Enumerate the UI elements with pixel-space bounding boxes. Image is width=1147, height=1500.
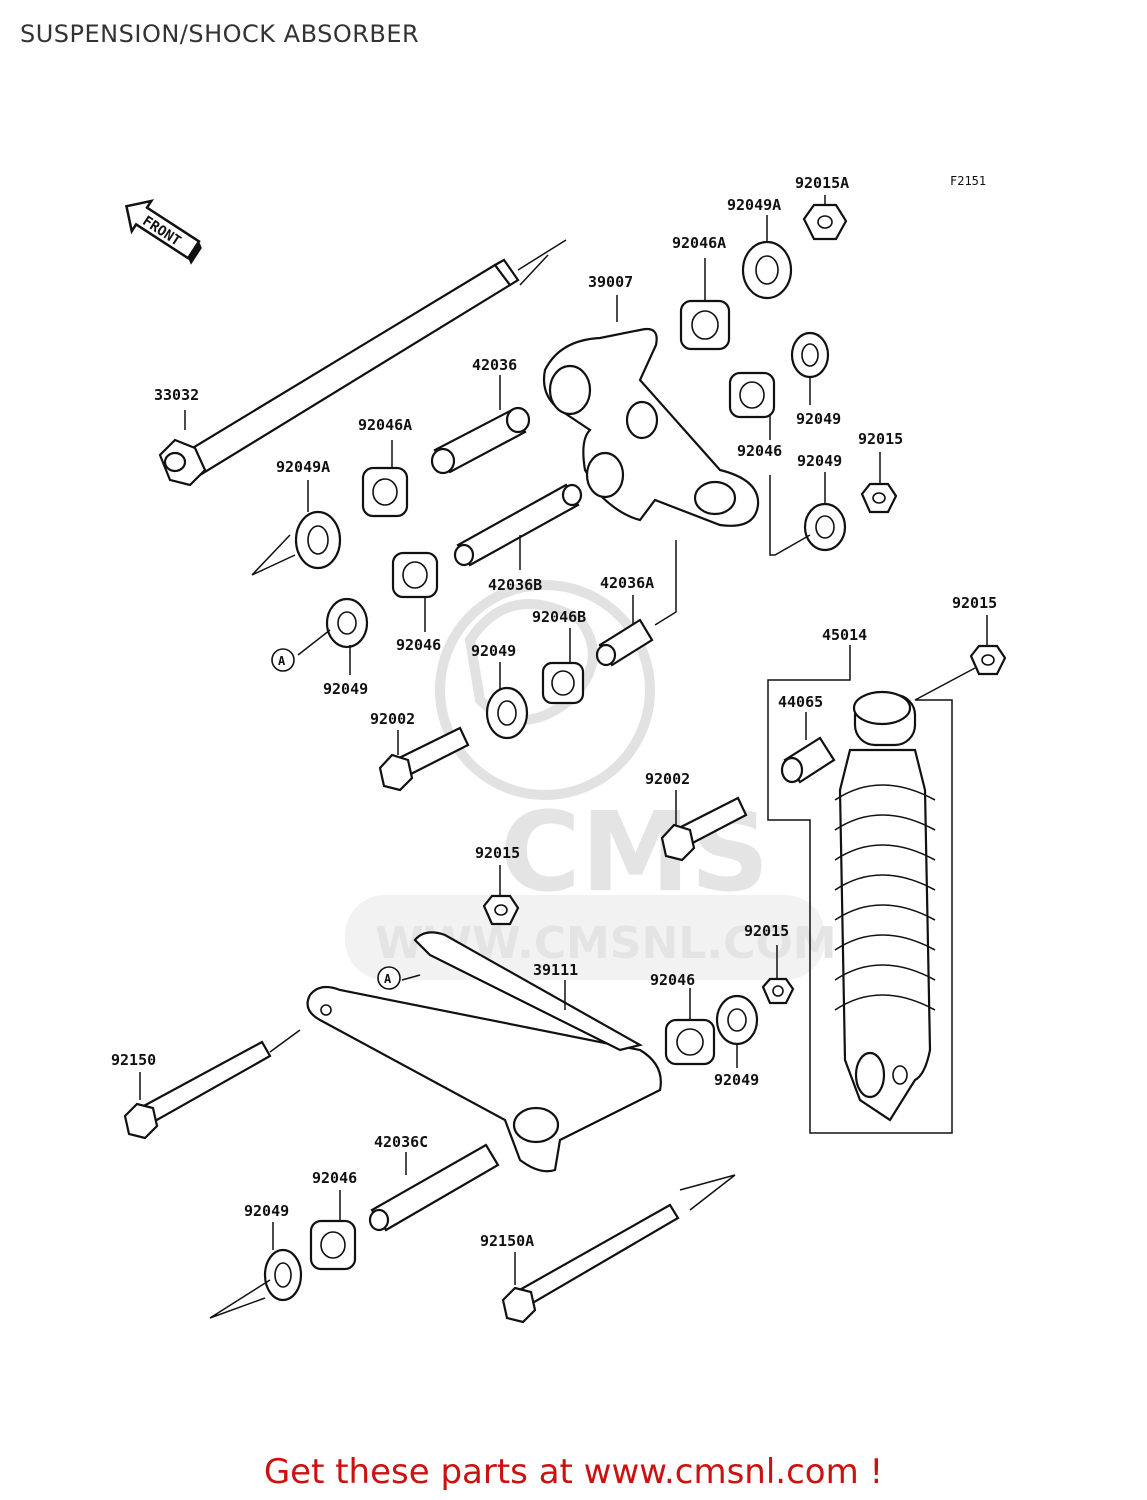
label-92046-bot: 92046 <box>312 1169 357 1187</box>
leader-lines <box>139 195 988 1319</box>
label-39111: 39111 <box>533 961 578 979</box>
label-92015-shock: 92015 <box>952 594 997 612</box>
bolt-92150a <box>501 1203 680 1324</box>
label-92049-mid: 92049 <box>471 642 516 660</box>
label-42036a: 42036A <box>600 574 654 592</box>
figure-code: F2151 <box>950 174 986 188</box>
label-42036: 42036 <box>472 356 517 374</box>
label-92046-r1: 92046 <box>737 442 782 460</box>
label-92150a: 92150A <box>480 1232 534 1250</box>
bushing-42036a <box>595 618 654 667</box>
label-92049-r1: 92049 <box>796 410 841 428</box>
front-arrow-icon: FRONT <box>124 199 202 265</box>
promo-link[interactable]: Get these parts at www.cmsnl.com ! <box>263 1452 884 1492</box>
shock-absorber-45014 <box>834 690 936 1122</box>
ref-marker-a-2: A <box>377 966 401 990</box>
label-92015-r1: 92015 <box>858 430 903 448</box>
label-92002-b: 92002 <box>645 770 690 788</box>
label-92049a-top: 92049A <box>727 196 781 214</box>
bushing-42036 <box>430 406 531 475</box>
rocker-arm-39007 <box>542 327 760 527</box>
svg-text:A: A <box>384 972 392 986</box>
label-92049-r2: 92049 <box>797 452 842 470</box>
collar-44065 <box>780 736 836 784</box>
bushing-42036c <box>368 1143 500 1232</box>
label-92046b: 92046B <box>532 608 586 626</box>
label-42036c: 42036C <box>374 1133 428 1151</box>
label-92049-a: 92049 <box>323 680 368 698</box>
label-92049-low: 92049 <box>714 1071 759 1089</box>
label-39007: 39007 <box>588 273 633 291</box>
label-92046a-left: 92046A <box>358 416 412 434</box>
part-labels: 33032 39007 42036 92046A 92049A 92015A 9… <box>111 174 997 1250</box>
bolts-92002 <box>378 726 748 862</box>
shaft-33032 <box>158 239 567 487</box>
label-42036b: 42036B <box>488 576 542 594</box>
page-title: SUSPENSION/SHOCK ABSORBER <box>20 20 420 48</box>
label-92015-low: 92015 <box>744 922 789 940</box>
label-92046-mid: 92046 <box>396 636 441 654</box>
bolt-92150 <box>123 1040 272 1140</box>
label-92015a: 92015A <box>795 174 849 192</box>
nuts-92015 <box>482 203 1007 1005</box>
label-45014: 45014 <box>822 626 867 644</box>
svg-text:A: A <box>278 654 286 668</box>
label-92046a-top: 92046A <box>672 234 726 252</box>
label-92046-low: 92046 <box>650 971 695 989</box>
label-92002-a: 92002 <box>370 710 415 728</box>
label-92150: 92150 <box>111 1051 156 1069</box>
label-92049a-left: 92049A <box>276 458 330 476</box>
label-44065: 44065 <box>778 693 823 711</box>
needle-bearings <box>309 299 776 1271</box>
label-92015-mid: 92015 <box>475 844 520 862</box>
bushing-42036b <box>453 483 583 567</box>
collars-92049 <box>263 240 847 1302</box>
ref-marker-a-1: A <box>271 648 295 672</box>
label-33032: 33032 <box>154 386 199 404</box>
tie-rod-39111 <box>306 931 662 1173</box>
label-92049-bot: 92049 <box>244 1202 289 1220</box>
